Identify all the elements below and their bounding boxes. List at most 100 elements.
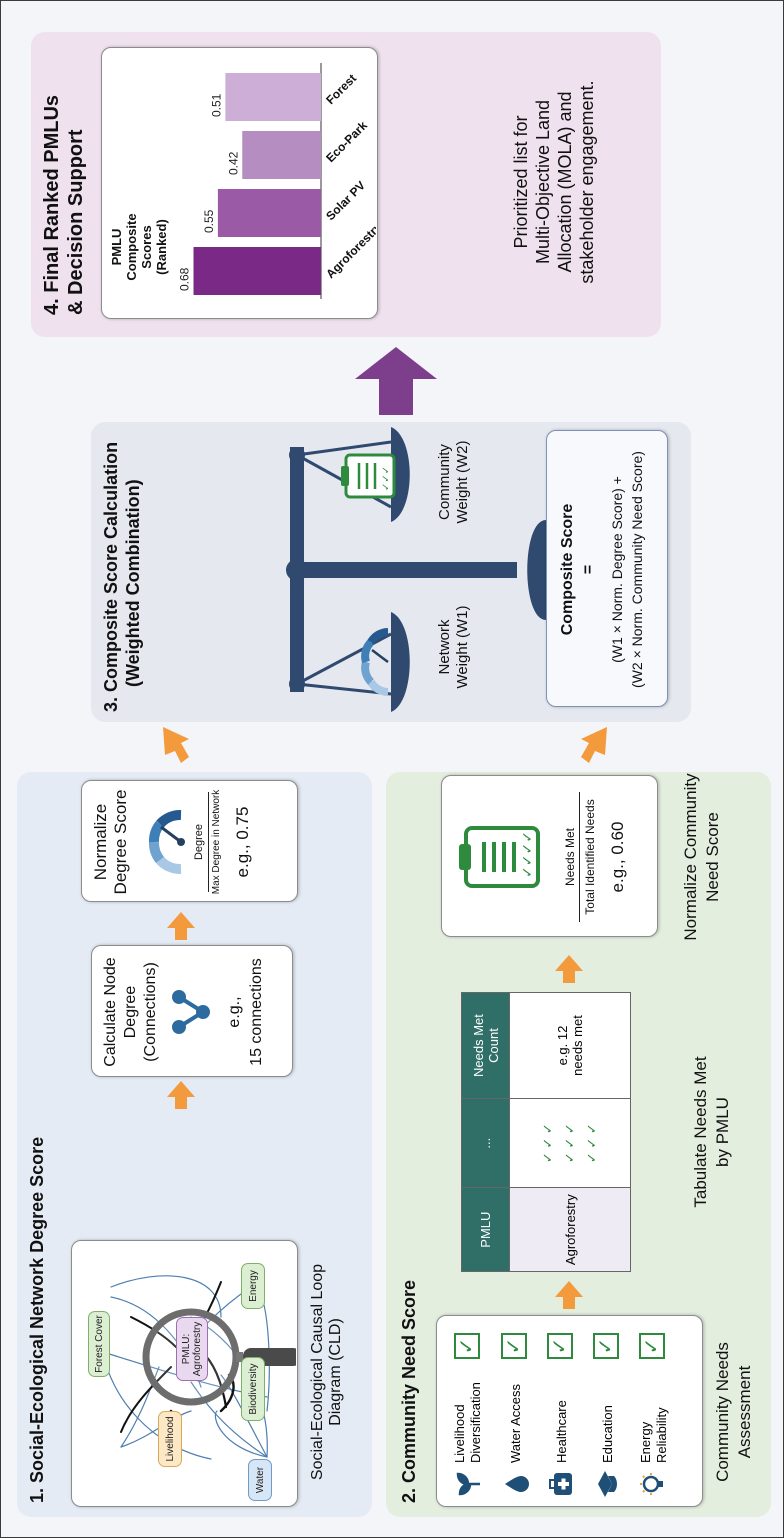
degree-example-1: e.g., (226, 996, 243, 1028)
section4-caption-3: Allocation (MOLA) and (555, 91, 575, 273)
cld-link (120, 1366, 160, 1448)
section4-caption-1: Prioritized list for (511, 115, 531, 249)
chart-category-label: Eco-Park (323, 118, 370, 165)
check-icon: ✓ (639, 1333, 665, 1359)
need-label-1a: Livelihood (452, 1404, 467, 1463)
formula-eq: = (580, 564, 597, 575)
water-drop-icon (505, 1476, 529, 1492)
section1-title: 1. Social-Ecological Network Degree Scor… (27, 1136, 47, 1503)
table-header-pmlu: PMLU (461, 1187, 510, 1272)
check-icon: ✓ (593, 1333, 619, 1359)
section4-title-1: 4. Final Ranked PMLUs (41, 94, 63, 315)
arrow-assessment-to-table (555, 1281, 583, 1309)
table-header-needs-met: Needs Met Count (461, 992, 510, 1099)
node-pmlu-agroforestry: PMLU: Agroforestry (176, 1317, 208, 1381)
assessment-caption-1: Community Needs (713, 1342, 732, 1482)
community-weight-1: Community (436, 444, 453, 520)
chart-category-label: Forest (323, 71, 359, 107)
cld-link-strong (120, 1366, 172, 1433)
network-weight-1: Network (436, 619, 453, 675)
section3-title-2: (Weighted Combination) (123, 479, 143, 687)
degree-example-2: 15 connections (248, 958, 265, 1066)
fraction-bar (579, 792, 580, 922)
degree-card-title: Calculate Node Degree (Connections) (102, 957, 159, 1067)
network-icon (172, 990, 210, 1034)
graduation-cap-icon (598, 1471, 617, 1497)
table-header-needs-met-1: Needs Met (470, 1014, 486, 1077)
svg-text:✓✓✓✓: ✓✓✓✓ (519, 831, 535, 878)
arrow-need-to-composite (581, 727, 607, 763)
normalize-degree-title-2: Degree Score (111, 789, 130, 895)
section3-title-1: 3. Composite Score Calculation (101, 441, 121, 712)
check-icon: ✓ (454, 1333, 480, 1359)
normalize-degree-denominator: Max Degree in Network (211, 789, 222, 895)
node-forest-cover: Forest Cover (88, 1311, 110, 1377)
arrow-composite-to-ranked (355, 347, 437, 415)
chart-value-label: 0.68 (178, 267, 192, 291)
chart-category-label: Agroforestry (323, 220, 376, 282)
arrow-cld-to-degree (167, 1081, 195, 1109)
normalize-need-caption-2: Need Score (703, 812, 722, 902)
normalize-need-numerator: Needs Met (563, 827, 577, 887)
normalize-degree-example: e.g., 0.75 (233, 806, 252, 878)
section4-caption-2: Multi-Objective Land (533, 99, 553, 265)
clipboard-icon: ✓✓✓✓ (459, 826, 540, 888)
need-label-4: Education (600, 1405, 615, 1463)
formula-line1: (W1 × Norm. Degree Score) + (609, 476, 625, 663)
table-cell-count: e.g. 12 needs met (509, 992, 631, 1099)
node-livelihood: Livelihood (158, 1411, 182, 1467)
normalize-need-caption-1: Normalize Community (681, 773, 700, 941)
table-cell-pmlu: Agroforestry (509, 1187, 631, 1272)
assessment-caption-2: Assessment (735, 1365, 754, 1459)
fraction-bar (208, 792, 209, 892)
table-header-needs-met-2: Count (485, 1028, 501, 1063)
arrow-degree-to-normalize (167, 912, 195, 940)
normalize-degree-numerator: Degree (193, 823, 205, 861)
cld-link (110, 1275, 222, 1318)
normalize-need-example: e.g., 0.60 (608, 821, 627, 893)
formula-title: Composite Score (559, 503, 576, 636)
chart-value-label: 0.55 (202, 209, 216, 233)
cld-caption: Social-Ecological Causal Loop Diagram (C… (309, 1263, 344, 1481)
table-header-ellipsis: ... (461, 1098, 510, 1188)
need-label-5a: Energy (638, 1421, 653, 1463)
balance-scale-icon: ✓✓✓ (286, 427, 546, 712)
node-biodiversity-box: Biodiversity (241, 1357, 265, 1421)
needs-met-table: PMLU ... Needs Met Count Agroforestry ✓ … (461, 992, 631, 1272)
svg-text:✓✓✓: ✓✓✓ (381, 466, 392, 491)
node-water: Water (248, 1459, 272, 1501)
need-label-2: Water Access (508, 1384, 523, 1463)
cld-link (220, 1374, 268, 1458)
medical-kit-icon (549, 1473, 572, 1495)
normalize-degree-title-1: Normalize (91, 803, 110, 881)
network-weight-2: Weight (W1) (454, 605, 471, 689)
section4-caption-4: stakeholder engagement. (577, 80, 597, 284)
chart-bar-eco-park (242, 131, 321, 179)
chart-value-label: 0.51 (209, 93, 223, 117)
arrow-table-to-normalize (555, 955, 583, 983)
community-weight-2: Weight (W2) (454, 440, 471, 524)
chart-category-label: Solar PV (323, 178, 368, 223)
tabulate-caption-2: by PMLU (713, 1097, 732, 1167)
lightbulb-icon (640, 1473, 663, 1495)
table-cell-count-1: e.g. 12 (555, 1025, 570, 1066)
need-label-5b: Reliability (654, 1407, 669, 1463)
gauge-icon (149, 810, 185, 874)
table-cell-checks: ✓ ✓ ✓✓ ✓ ✓✓ ✓ ✓ (509, 1098, 631, 1188)
sprout-icon (456, 1472, 480, 1496)
check-icon: ✓ (547, 1333, 573, 1359)
node-energy: Energy (241, 1263, 265, 1309)
chart-bar-forest (225, 73, 321, 121)
section4-title-2: & Decision Support (65, 129, 87, 315)
chart-bar-agroforestry (193, 247, 321, 295)
check-icon: ✓ (501, 1333, 527, 1359)
formula-line2: (W2 × Norm. Community Need Score) (629, 451, 645, 688)
cld-link (214, 1410, 268, 1458)
chart-bar-solar-pv (217, 189, 321, 237)
section2-title: 2. Community Need Score (399, 1279, 419, 1503)
table-cell-count-2: needs met (570, 1015, 585, 1076)
need-label-3: Healthcare (554, 1400, 569, 1463)
tabulate-caption-1: Tabulate Needs Met (691, 1056, 710, 1208)
